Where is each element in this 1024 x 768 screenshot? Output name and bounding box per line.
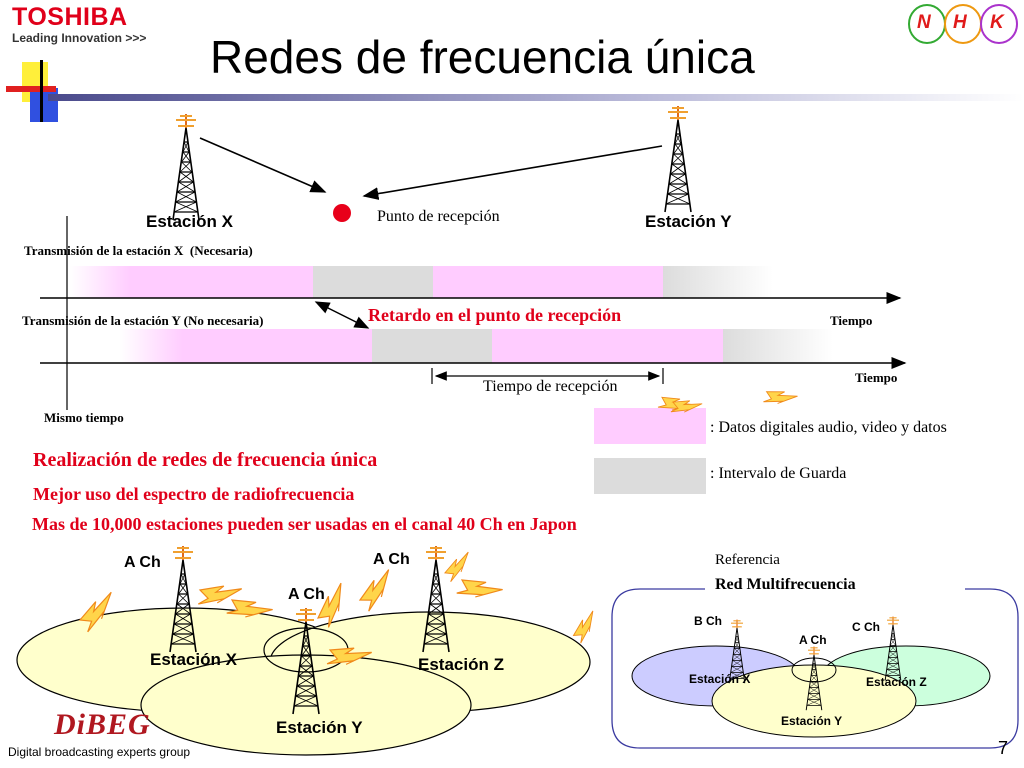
sfn-channel-y-label: A Ch (288, 586, 325, 603)
same-time-label: Mismo tiempo (44, 410, 124, 425)
transmission-x-label: Transmisión de la estación X (Necesaria) (24, 243, 253, 258)
mfn-reference-map (440, 383, 1019, 749)
reception-time-label: Tiempo de recepción (483, 378, 618, 395)
legend-guard-interval-swatch (594, 458, 706, 494)
delay-label: Retardo en el punto de recepción (368, 305, 622, 325)
sfn-station-x-label: Estación X (150, 650, 237, 669)
sfn-coverage-map (16, 569, 591, 756)
legend-digital-data-swatch (594, 408, 706, 444)
sfn-station-y-label: Estación Y (276, 718, 363, 737)
title-rule (48, 94, 1024, 101)
legend-digital-data-label: : Datos digitales audio, video y datos (710, 419, 947, 436)
page-number: 7 (998, 738, 1009, 758)
statement-spectrum: Mejor uso del espectro de radiofrecuenci… (33, 484, 355, 504)
legend-guard-interval-label: : Intervalo de Guarda (710, 465, 847, 482)
mfn-channel-y-label: A Ch (799, 633, 827, 647)
statement-stations: Mas de 10,000 estaciones pueden ser usad… (32, 514, 577, 534)
reception-point-dot (333, 204, 351, 222)
station-x-label: Estación X (146, 212, 233, 231)
time-axis-label-1: Tiempo (830, 313, 873, 328)
page-title: Redes de frecuencia única (210, 31, 755, 83)
mfn-channel-z-label: C Ch (852, 620, 880, 634)
dibeg-logo: DiBEG (54, 708, 151, 741)
corner-decoration (6, 60, 58, 122)
toshiba-logo: TOSHIBA (12, 3, 128, 31)
dibeg-name: Digital broadcasting experts group (8, 745, 191, 759)
signal-arrow-y (362, 145, 663, 200)
nhk-letter-k: K (990, 12, 1004, 33)
sfn-channel-z-label: A Ch (373, 551, 410, 568)
statement-sfn: Realización de redes de frecuencia única (33, 449, 378, 471)
mfn-title: Red Multifrecuencia (715, 576, 856, 593)
nhk-logo (908, 4, 1018, 44)
mfn-reference-label: Referencia (715, 552, 780, 568)
time-axis-label-2: Tiempo (855, 370, 898, 385)
station-y-tower-icon (664, 105, 692, 213)
station-y-label: Estación Y (645, 212, 732, 231)
nhk-letter-n: N (917, 12, 931, 33)
signal-arrow-x (199, 137, 327, 193)
sfn-station-z-label: Estación Z (418, 655, 504, 674)
toshiba-tagline: Leading Innovation >>> (12, 31, 147, 45)
mfn-station-x-label: Estación X (689, 672, 751, 686)
nhk-letter-h: H (953, 12, 967, 33)
station-x-tower-icon (172, 113, 200, 221)
transmission-y-label: Transmisión de la estación Y (No necesar… (22, 313, 264, 328)
mfn-channel-x-label: B Ch (694, 614, 722, 628)
timing-diagram (40, 216, 907, 410)
mfn-station-y-label: Estación Y (781, 714, 843, 728)
sfn-channel-x-label: A Ch (124, 554, 161, 571)
reception-point-label: Punto de recepción (377, 208, 500, 225)
mfn-station-z-label: Estación Z (866, 675, 927, 689)
